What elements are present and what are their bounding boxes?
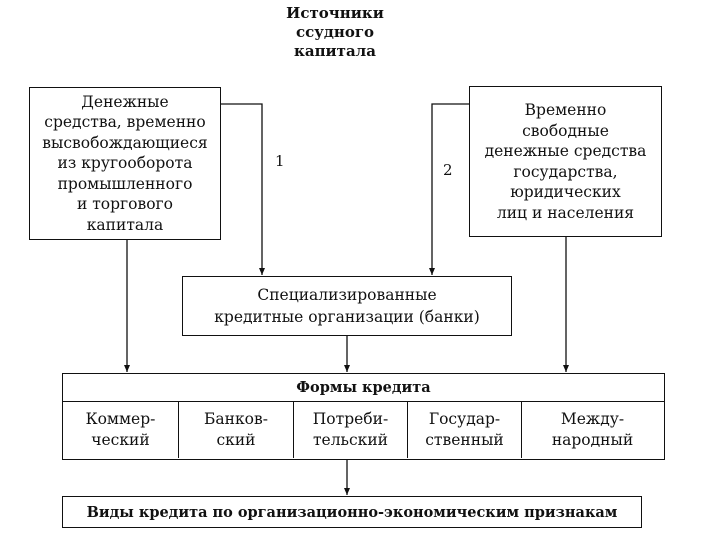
- arrow-right-box-to-banks: [429, 103, 469, 275]
- left-source-box: Денежные средства, временно высвобождающ…: [29, 87, 221, 240]
- text-line: Временно: [524, 101, 607, 119]
- text-line: Потреби-: [312, 410, 389, 428]
- credit-form-cell: Потреби- тельский: [293, 402, 407, 458]
- text-line: юридических: [510, 183, 621, 201]
- text-line: Между-: [560, 410, 625, 428]
- text-line: ческий: [91, 431, 150, 449]
- text-line: ский: [216, 431, 256, 449]
- text-line: денежные средства: [484, 142, 647, 160]
- arrow-label-1: 1: [275, 152, 285, 170]
- text-line: ственный: [425, 431, 504, 449]
- credit-forms-table: Формы кредита Коммер- ческий Банков- ски…: [62, 373, 665, 460]
- text-line: лиц и населения: [496, 203, 635, 222]
- text-line: Коммер-: [85, 410, 156, 428]
- text-line: свободные: [522, 121, 609, 140]
- arrow-label-2: 2: [443, 161, 453, 179]
- text-line: народный: [551, 431, 634, 449]
- text-line: Государ-: [428, 410, 501, 428]
- title-line: капитала: [294, 42, 376, 60]
- arrow-left-box-to-banks: [221, 103, 265, 275]
- text-line: Денежные: [81, 92, 169, 111]
- text-line: и торгового: [76, 195, 174, 214]
- diagram-title: Источники ссудного капитала: [250, 4, 420, 61]
- text-line: средства, временно: [44, 113, 206, 132]
- text-line: тельский: [312, 431, 389, 449]
- right-source-box: Временно свободные денежные средства гос…: [469, 86, 662, 237]
- credit-types-box: Виды кредита по организационно-экономиче…: [62, 496, 642, 528]
- credit-form-cell: Банков- ский: [178, 402, 293, 458]
- text-line: кредитные организации (банки): [214, 308, 480, 326]
- text-line: промышленного: [57, 174, 193, 193]
- banks-box: Специализированные кредитные организации…: [182, 276, 512, 336]
- text-line: Специализированные: [257, 286, 437, 304]
- text-line: из кругооборота: [57, 154, 193, 173]
- text-line: Банков-: [204, 410, 268, 428]
- credit-forms-header: Формы кредита: [63, 374, 664, 402]
- title-line: Источники: [286, 4, 384, 22]
- credit-form-cell: Между- народный: [521, 402, 663, 458]
- title-line: ссудного: [295, 23, 375, 41]
- credit-form-cell: Коммер- ческий: [63, 402, 178, 458]
- credit-form-cell: Государ- ственный: [407, 402, 521, 458]
- text-line: капитала: [86, 215, 164, 234]
- text-line: высвобождающиеся: [42, 133, 208, 152]
- text-line: государства,: [513, 162, 618, 181]
